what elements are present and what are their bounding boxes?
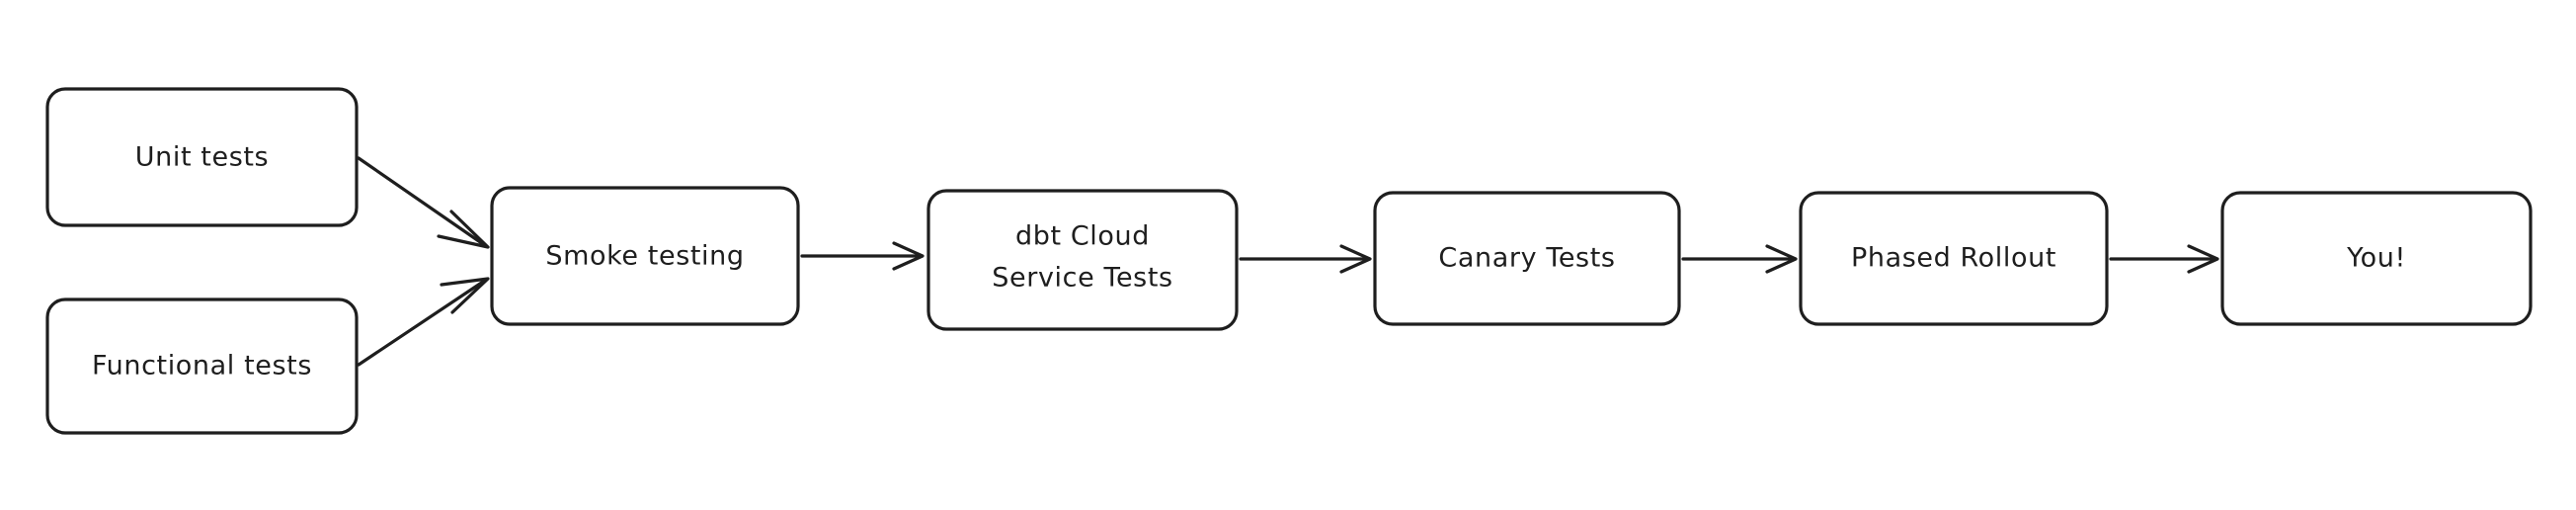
node-phased-rollout-shape[interactable] (1799, 191, 2109, 326)
node-canary-tests[interactable]: Canary Tests (1373, 191, 1681, 326)
arrow-head-icon (1339, 244, 1372, 274)
node-smoke-testing[interactable]: Smoke testing (490, 186, 800, 326)
arrow-head-icon (1765, 244, 1798, 274)
node-smoke-testing-shape[interactable] (490, 186, 800, 326)
node-unit-tests[interactable]: Unit tests (45, 87, 359, 227)
node-dbt-cloud-service-tests-label-line2: Service Tests (992, 263, 1172, 294)
node-unit-tests-label: Unit tests (135, 142, 269, 173)
node-functional-tests-label: Functional tests (92, 351, 312, 382)
arrow-head-icon (892, 241, 925, 271)
node-you[interactable]: You! (2220, 191, 2533, 326)
node-dbt-cloud-service-tests-label-line1: dbt Cloud (1015, 221, 1150, 252)
edge-phased-rollout-to-you (2109, 244, 2219, 274)
edge-line (357, 156, 488, 248)
edge-canary-tests-to-phased-rollout (1681, 244, 1798, 274)
node-phased-rollout[interactable]: Phased Rollout (1799, 191, 2109, 326)
node-smoke-testing-label: Smoke testing (545, 241, 744, 272)
node-canary-tests-label: Canary Tests (1438, 243, 1615, 274)
node-functional-tests-shape[interactable] (45, 298, 359, 435)
edge-line (357, 278, 488, 367)
node-you-shape[interactable] (2220, 191, 2533, 326)
arrow-head-icon (440, 277, 490, 314)
node-dbt-cloud-service-tests[interactable]: dbt Cloud Service Tests (926, 189, 1239, 331)
edge-unit-tests-to-smoke-testing (357, 156, 490, 249)
node-canary-tests-shape[interactable] (1373, 191, 1681, 326)
arrow-head-icon (2187, 244, 2219, 274)
edge-dbt-cloud-service-tests-to-canary-tests (1239, 244, 1372, 274)
node-you-label: You! (2346, 243, 2406, 274)
edge-smoke-testing-to-dbt-cloud-service-tests (800, 241, 925, 271)
node-phased-rollout-label: Phased Rollout (1851, 243, 2056, 274)
arrow-head-icon (437, 210, 490, 249)
node-unit-tests-shape[interactable] (45, 87, 359, 227)
node-dbt-cloud-service-tests-shape[interactable] (926, 189, 1239, 331)
node-functional-tests[interactable]: Functional tests (45, 298, 359, 435)
edge-functional-tests-to-smoke-testing (357, 277, 490, 367)
